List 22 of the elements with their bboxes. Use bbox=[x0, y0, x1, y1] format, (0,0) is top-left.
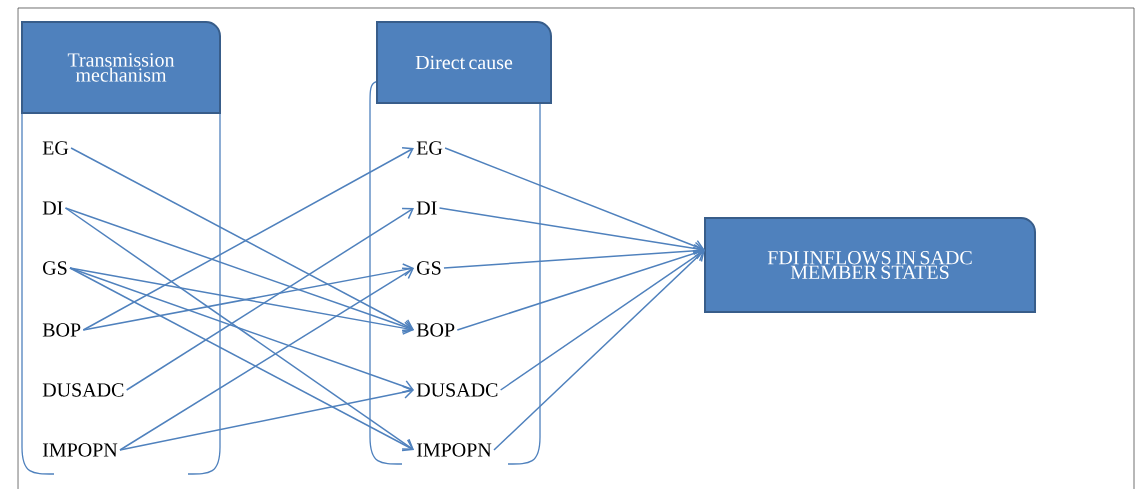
item-label: BOP bbox=[416, 323, 455, 337]
arrow bbox=[493, 250, 705, 451]
item-label: EG bbox=[416, 141, 443, 155]
arrow bbox=[499, 250, 705, 391]
arrow bbox=[119, 385, 414, 451]
item-label: DUSADC bbox=[416, 383, 498, 397]
item-label: DI bbox=[42, 201, 63, 215]
arrow bbox=[438, 207, 705, 256]
arrow bbox=[125, 207, 414, 391]
item-label: IMPOPN bbox=[42, 443, 118, 457]
arrow bbox=[456, 246, 705, 331]
header-box: Transmission mechanism bbox=[21, 21, 221, 114]
item-label: BOP bbox=[42, 323, 81, 337]
item-label: EG bbox=[42, 141, 69, 155]
item-label: GS bbox=[417, 261, 441, 275]
header-box: Direct cause bbox=[376, 21, 552, 104]
header-box: FDI INFLOWS IN SADC MEMBER STATES bbox=[704, 217, 1036, 313]
item-label: IMPOPN bbox=[416, 443, 492, 457]
arrow bbox=[64, 207, 414, 450]
item-label: DI bbox=[416, 201, 437, 215]
item-label: DUSADC bbox=[42, 383, 124, 397]
item-label: GS bbox=[43, 261, 67, 275]
